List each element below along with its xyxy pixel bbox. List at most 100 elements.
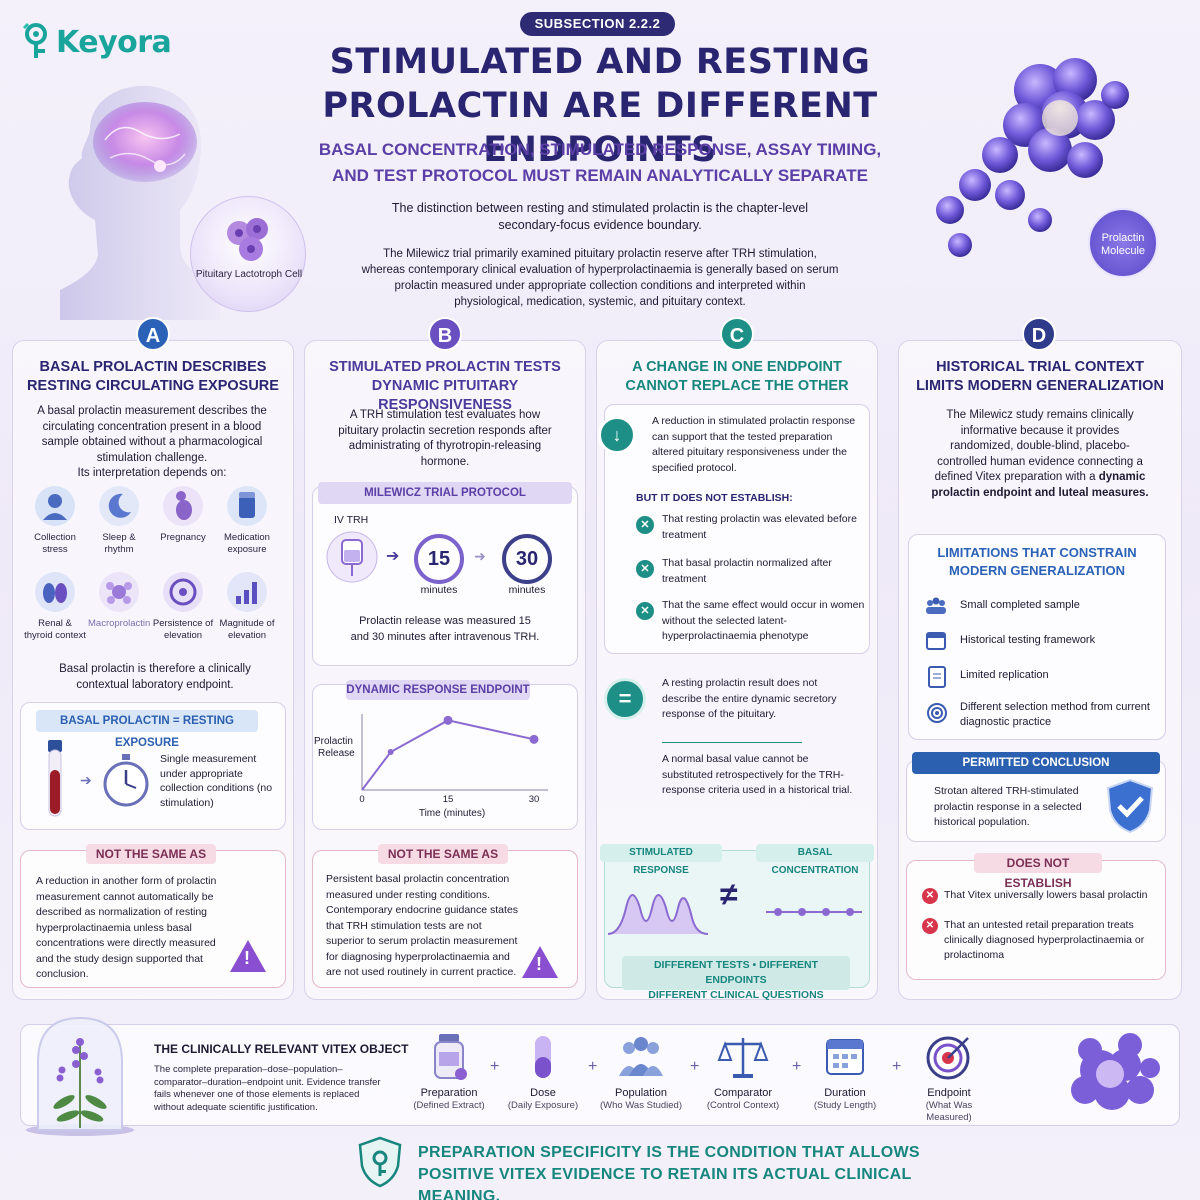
limitation-item: Different selection method from current … xyxy=(960,701,1150,728)
minute-30-unit: minutes xyxy=(508,584,546,596)
cell-cluster-icon xyxy=(227,218,268,261)
plus-sign: + xyxy=(490,1058,500,1075)
basal-concentration-pill: BASAL CONCENTRATION xyxy=(756,844,874,876)
column-d-title-1: HISTORICAL TRIAL CONTEXT xyxy=(936,359,1144,375)
brand-logo: Keyora xyxy=(22,16,192,68)
column-c-title: A CHANGE IN ONE ENDPOINT CANNOT REPLACE … xyxy=(596,358,878,396)
footer-line-2: POSITIVE VITEX EVIDENCE TO RETAIN ITS AC… xyxy=(418,1166,912,1200)
normal-basal-text: A normal basal value cannot be substitut… xyxy=(662,753,853,796)
factor-label: Medication exposure xyxy=(224,532,270,555)
equals-icon: = xyxy=(604,678,646,720)
arrow-right-icon: ➜ xyxy=(474,548,486,564)
plus-sign: + xyxy=(892,1058,902,1075)
key-logo-icon xyxy=(22,22,47,58)
dynamic-response-pill: DYNAMIC RESPONSE ENDPOINT xyxy=(346,680,530,700)
object-item-dose: Dose (Daily Exposure) xyxy=(498,1032,588,1112)
column-b-title-2: DYNAMIC PITUITARY RESPONSIVENESS xyxy=(371,378,519,413)
factor-label: Magnitude of elevation xyxy=(219,618,275,641)
chart-point xyxy=(443,715,453,725)
chart-xlabel: Time (minutes) xyxy=(419,808,485,819)
macroprolactin-icon xyxy=(99,572,139,612)
vitex-plant-icon xyxy=(26,1016,134,1136)
column-b-letter: B xyxy=(428,317,462,351)
column-a-body: A basal prolactin measurement describes … xyxy=(37,405,267,464)
molecule-cluster-illustration xyxy=(1071,1033,1160,1110)
not-equal-icon: ≠ xyxy=(720,876,738,912)
does-not-establish-item: That Vitex universally lowers basal prol… xyxy=(944,889,1148,901)
not-establish-item: That resting prolactin was elevated befo… xyxy=(662,513,857,541)
intro-paragraph-2: The Milewicz trial primarily examined pi… xyxy=(361,248,839,308)
column-a-depends: Its interpretation depends on: xyxy=(77,467,227,479)
object-item-subtitle: (What Was Measured) xyxy=(925,1100,973,1123)
target-icon xyxy=(926,702,948,729)
magnitude-icon xyxy=(227,572,267,612)
chart-ylabel-line1: Prolactin xyxy=(314,736,353,747)
column-a-conclusion: Basal prolactin is therefore a clinicall… xyxy=(59,663,251,691)
factor-label: Sleep & rhythm xyxy=(102,532,136,555)
column-b-not-same-body: Persistent basal prolactin concentration… xyxy=(326,873,519,978)
people-icon xyxy=(924,596,948,621)
object-item-duration: Duration (Study Length) xyxy=(800,1032,890,1112)
object-item-endpoint: Endpoint (What Was Measured) xyxy=(904,1032,994,1124)
vitex-object-title: THE CLINICALLY RELEVANT VITEX OBJECT xyxy=(154,1042,409,1056)
object-item-comparator: Comparator (Control Context) xyxy=(698,1032,788,1112)
logo-text: Keyora xyxy=(56,24,172,60)
shield-key-icon xyxy=(358,1136,402,1188)
factor-magnitude: Magnitude of elevation xyxy=(216,572,278,642)
footer-line-1: PREPARATION SPECIFICITY IS THE CONDITION… xyxy=(418,1144,920,1161)
factor-macroprolactin: Macroprolactin xyxy=(88,572,150,630)
object-item-population: Population (Who Was Studied) xyxy=(596,1032,686,1112)
column-a-letter: A xyxy=(136,317,170,351)
arrow-down-icon: ↓ xyxy=(598,416,636,454)
title-line-2: PROLACTIN ARE DIFFERENT ENDPOINTS xyxy=(322,86,878,170)
factor-label: Collection stress xyxy=(34,532,76,555)
limitations-title-2: MODERN GENERALIZATION xyxy=(949,563,1125,578)
basal-flat-graphic xyxy=(766,908,862,916)
molecule-bubble: Prolactin Molecule xyxy=(1088,208,1158,278)
object-item-title: Population xyxy=(615,1087,667,1099)
not-establish-item: That the same effect would occur in wome… xyxy=(662,599,865,642)
does-not-establish-item: That an untested retail preparation trea… xyxy=(944,919,1145,961)
stress-icon xyxy=(35,486,75,526)
object-item-subtitle: (Study Length) xyxy=(813,1100,877,1111)
single-measurement-text: Single measurement under appropriate col… xyxy=(160,753,273,809)
chart-series-line xyxy=(361,719,535,791)
target-icon xyxy=(926,1036,970,1080)
limitations-card xyxy=(908,534,1166,740)
permitted-body: Strotan altered TRH-stimulated prolactin… xyxy=(934,785,1082,828)
vitex-object-card xyxy=(20,1024,1180,1126)
column-b-title: STIMULATED PROLACTIN TESTS DYNAMIC PITUI… xyxy=(304,358,586,415)
column-a-not-same-body: A reduction in another form of prolactin… xyxy=(36,875,217,980)
column-d-body-bold: dynamic prolactin endpoint and luteal me… xyxy=(931,471,1149,499)
object-item-title: Endpoint xyxy=(927,1087,971,1099)
lactotroph-cell-bubble: Pituitary Lactotroph Cell xyxy=(190,196,306,312)
subsection-badge: SUBSECTION 2.2.2 xyxy=(520,12,675,36)
subtitle-line-2: AND TEST PROTOCOL MUST REMAIN ANALYTICAL… xyxy=(332,166,868,185)
page-title: STIMULATED AND RESTING PROLACTIN ARE DIF… xyxy=(220,40,980,172)
calendar-icon xyxy=(926,630,946,655)
scale-icon xyxy=(717,1038,769,1078)
factor-pregnancy: Pregnancy xyxy=(152,486,214,544)
column-a-not-same-pill: NOT THE SAME AS xyxy=(86,844,216,864)
persistence-icon xyxy=(163,572,203,612)
factor-grid: Collection stress Sleep & rhythm Pregnan… xyxy=(24,486,282,656)
chart-point xyxy=(529,734,539,744)
factor-persistence: Persistence of elevation xyxy=(152,572,214,642)
footer-statement: PREPARATION SPECIFICITY IS THE CONDITION… xyxy=(418,1142,978,1200)
column-b-not-same-card xyxy=(312,850,578,988)
limitations-title: LIMITATIONS THAT CONSTRAIN MODERN GENERA… xyxy=(908,544,1166,580)
plus-sign: + xyxy=(792,1058,802,1075)
stopwatch-icon xyxy=(103,754,149,807)
plus-sign: + xyxy=(588,1058,598,1075)
different-tests-banner: DIFFERENT TESTS • DIFFERENT ENDPOINTS DI… xyxy=(622,956,850,1001)
limitation-item: Limited replication xyxy=(960,669,1049,681)
object-item-subtitle: (Daily Exposure) xyxy=(507,1100,579,1111)
cross-icon: ✕ xyxy=(636,560,654,578)
stimulated-peaks-graphic xyxy=(607,894,709,935)
chart-x-tick: 30 xyxy=(529,794,540,805)
cross-icon: ✕ xyxy=(636,516,654,534)
column-d-title: HISTORICAL TRIAL CONTEXT LIMITS MODERN G… xyxy=(898,358,1182,396)
limitation-item: Historical testing framework xyxy=(960,634,1096,646)
column-d-title-2: LIMITS MODERN GENERALIZATION xyxy=(916,378,1164,394)
minute-15-unit: minutes xyxy=(420,584,458,596)
